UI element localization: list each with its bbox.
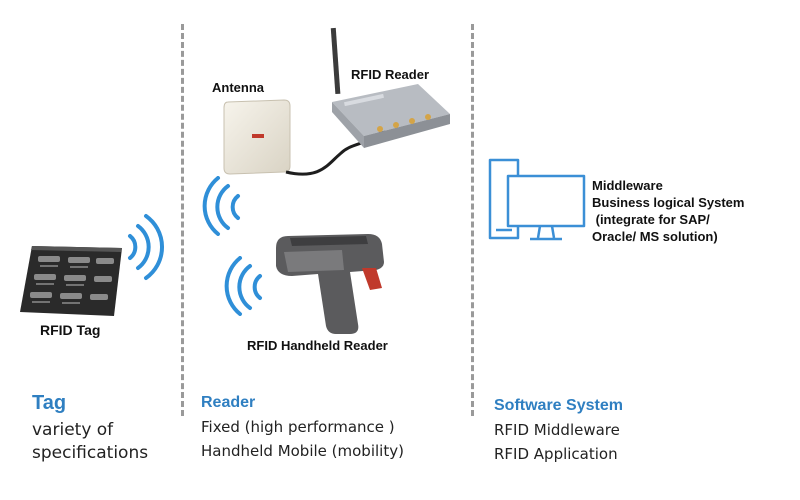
rfid-signal-waves-icon-antenna [202, 176, 240, 236]
desktop-computer-icon [488, 158, 586, 241]
reader-section-line-2: Handheld Mobile (mobility) [201, 442, 404, 460]
fixed-reader-image [330, 27, 450, 148]
reader-section-heading: Reader [201, 394, 256, 411]
tag-section-heading: Tag [32, 392, 67, 414]
rfid-signal-waves-icon [128, 214, 164, 280]
fixed-reader-label: RFID Reader [351, 67, 430, 82]
rfid-tag-label: RFID Tag [40, 322, 101, 338]
handheld-reader-label: RFID Handheld Reader [247, 338, 388, 353]
handheld-reader-image [276, 234, 384, 334]
system-line-2: Business logical System [592, 195, 745, 210]
system-line-3: (integrate for SAP/ [592, 212, 710, 227]
system-line-4: Oracle/ MS solution) [592, 229, 718, 244]
rfid-tag-sheet-image [20, 246, 122, 316]
tag-section-line-2: specifications [32, 443, 149, 463]
tag-section-line-1: variety of [32, 420, 114, 440]
software-system-label: Middleware Business logical System (inte… [592, 177, 744, 245]
antenna-label: Antenna [212, 80, 264, 95]
divider-right [471, 24, 474, 416]
divider-left [181, 24, 184, 416]
software-section-heading: Software System [494, 397, 623, 414]
antenna-image [223, 99, 291, 175]
rfid-signal-waves-icon-handheld [224, 256, 262, 316]
software-section-line-1: RFID Middleware [494, 421, 620, 439]
system-line-1: Middleware [592, 178, 663, 193]
reader-section-line-1: Fixed (high performance ) [201, 418, 395, 436]
software-section-line-2: RFID Application [494, 445, 618, 463]
